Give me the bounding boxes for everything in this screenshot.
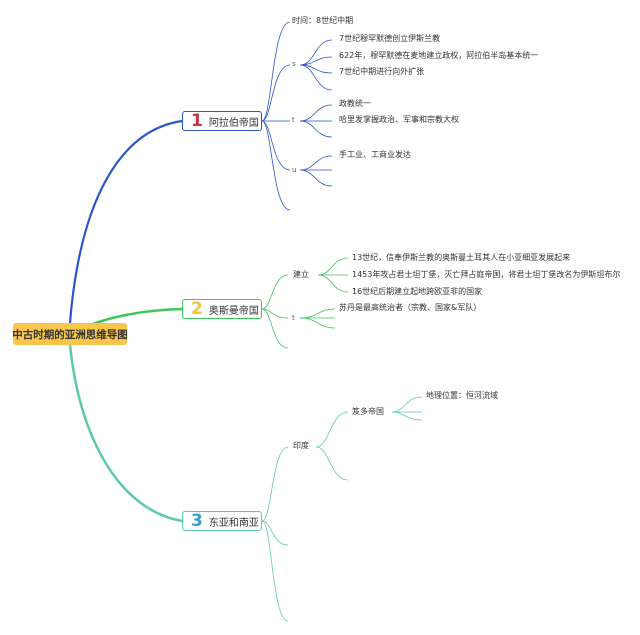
connector-group-arabia xyxy=(261,21,333,211)
branch-ottoman[interactable]: 2 奥斯曼帝国 xyxy=(182,299,262,319)
root-label: 中古时期的亚洲思维导图 xyxy=(12,328,128,341)
node-build-item[interactable]: 13世纪，信奉伊斯兰教的奥斯曼土耳其人在小亚细亚发展起来 xyxy=(352,253,571,262)
node-s-item[interactable]: 622年，穆罕默德在麦地建立政权，阿拉伯半岛基本统一 xyxy=(339,51,539,60)
node-t[interactable]: t xyxy=(292,116,295,124)
node-build-item[interactable]: 1453年攻占君士坦丁堡，灭亡拜占庭帝国，将君士坦丁堡改名为伊斯坦布尔 xyxy=(352,270,621,279)
node-india[interactable]: 印度 xyxy=(293,441,309,450)
node-gupta[interactable]: 笈多帝国 xyxy=(352,407,384,416)
connector-group-ottoman xyxy=(261,257,349,349)
branch-label: 奥斯曼帝国 xyxy=(208,305,259,317)
node-u-item[interactable]: 手工业、工商业发达 xyxy=(339,150,411,159)
branch-number: 1 xyxy=(191,110,203,131)
root-node[interactable]: 中古时期的亚洲思维导图 xyxy=(12,323,128,345)
branch-arabia[interactable]: 1 阿拉伯帝国 xyxy=(182,111,262,131)
node-t-item[interactable]: 苏丹是最高统治者（宗教、国家&军队） xyxy=(339,303,482,312)
branch-number: 3 xyxy=(191,510,203,531)
connector-root-arabia xyxy=(68,119,183,324)
node-t-item[interactable]: 哈里发掌握政治、军事和宗教大权 xyxy=(339,115,459,124)
branch-eastasia[interactable]: 3 东亚和南亚 xyxy=(182,511,262,531)
node-build-item[interactable]: 16世纪后期建立起地跨欧亚非的国家 xyxy=(352,287,483,296)
node-s-item[interactable]: 7世纪中期进行向外扩张 xyxy=(339,67,425,76)
node-s-item[interactable]: 7世纪穆罕默德创立伊斯兰教 xyxy=(339,34,441,43)
node-u[interactable]: u xyxy=(292,166,297,174)
branch-label: 阿拉伯帝国 xyxy=(208,117,259,129)
node-s[interactable]: s xyxy=(292,60,296,68)
node-location[interactable]: 地理位置：恒河流域 xyxy=(426,391,498,400)
node-t[interactable]: t xyxy=(292,314,295,322)
connector-root-eastasia xyxy=(68,344,183,523)
connector-group-eastasia xyxy=(261,396,423,622)
node-time[interactable]: 时间：8世纪中期 xyxy=(292,16,354,25)
node-t-item[interactable]: 政教统一 xyxy=(339,99,371,108)
node-build[interactable]: 建立 xyxy=(293,270,309,279)
branch-number: 2 xyxy=(191,298,203,319)
branch-label: 东亚和南亚 xyxy=(208,517,259,529)
